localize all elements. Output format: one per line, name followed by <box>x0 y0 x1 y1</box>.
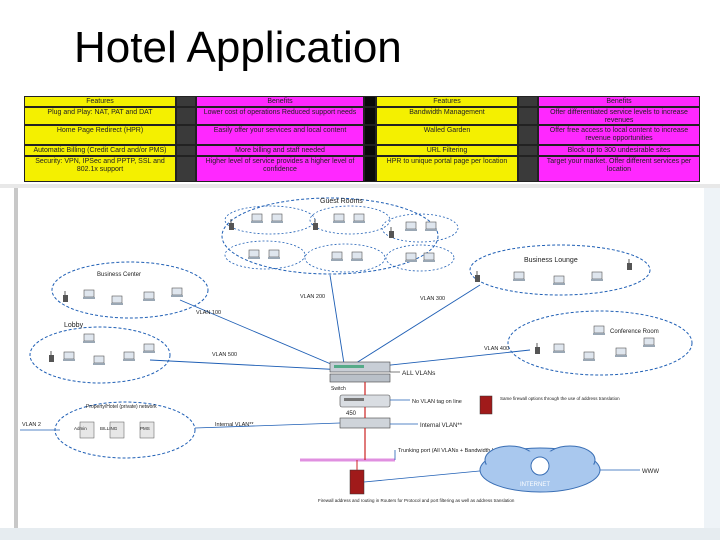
table-cell: Benefits <box>538 96 700 107</box>
zone-guest-rooms: Guest Rooms <box>221 197 459 275</box>
divider-stripe <box>0 184 720 188</box>
arrow-cell <box>518 156 538 182</box>
table-cell: Bandwidth Management <box>376 107 518 125</box>
arrow-cell <box>176 156 196 182</box>
table-cell: Features <box>376 96 518 107</box>
table-cell: Home Page Redirect (HPR) <box>24 125 176 145</box>
same-firewall-label: Same firewall options through the use of… <box>500 396 620 401</box>
billing-server-label: BILLING <box>100 426 118 431</box>
zone-lobby: Lobby <box>29 322 171 384</box>
gateway-label: 450 <box>346 411 357 417</box>
divider-cell <box>364 145 376 156</box>
arrow-cell <box>518 145 538 156</box>
table-cell: Features <box>24 96 176 107</box>
zone-business-center-label: Business Center <box>97 272 141 278</box>
table-cell: Plug and Play: NAT, PAT and DAT <box>24 107 176 125</box>
arrow-cell <box>176 125 196 145</box>
gateway-device: 450 No VLAN tag on line Internal VLAN** <box>339 382 463 429</box>
arrow-cell <box>176 96 196 107</box>
table-cell: Walled Garden <box>376 125 518 145</box>
zone-conference-room: Conference Room <box>507 310 693 376</box>
table-cell: Target your market. Offer different serv… <box>538 156 700 182</box>
internet-label: INTERNET <box>520 482 550 488</box>
arrow-cell <box>518 107 538 125</box>
slide-title: Hotel Application <box>74 23 402 72</box>
table-cell: Offer free access to local content to in… <box>538 125 700 145</box>
zone-lobby-label: Lobby <box>64 322 84 329</box>
zone-business-lounge: Business Lounge <box>469 244 651 296</box>
table-cell: Automatic Billing (Credit Card and/or PM… <box>24 145 176 156</box>
table-cell: Security: VPN, IPSec and PPTP, SSL and 8… <box>24 156 176 182</box>
table-cell: Benefits <box>196 96 364 107</box>
divider-cell <box>364 125 376 145</box>
firewall-device: Same firewall options through the use of… <box>479 395 620 415</box>
table-cell: Lower cost of operations Reduced support… <box>196 107 364 125</box>
zone-conference-label: Conference Room <box>610 329 659 335</box>
table-cell: URL Filtering <box>376 145 518 156</box>
vlan-500-label: VLAN 500 <box>212 352 237 358</box>
arrow-cell <box>518 125 538 145</box>
divider-cell <box>364 107 376 125</box>
switch-label: Switch <box>331 386 346 392</box>
table-cell: More billing and staff needed <box>196 145 364 156</box>
core-switch: Switch ALL VLANs <box>329 361 436 392</box>
right-margin <box>704 188 720 540</box>
table-cell: Easily offer your services and local con… <box>196 125 364 145</box>
trunking-port-label: Trunking port (All VLANs + Bandwidth Int… <box>398 448 548 454</box>
firewall-note-label: Firewall address and routing in Routers … <box>318 498 515 503</box>
property-network-label: Property/Hotel (private) network <box>86 404 157 410</box>
vlan-200-label: VLAN 200 <box>300 294 325 300</box>
vlan-300-label: VLAN 300 <box>420 296 445 302</box>
network-diagram: Guest Rooms Business Center Lobby Busine… <box>20 197 693 503</box>
trunk-line: Trunking port (All VLANs + Bandwidth Int… <box>300 428 548 462</box>
router-device: Firewall address and routing in Routers … <box>318 460 515 503</box>
internet-cloud: INTERNET WWW <box>479 445 659 493</box>
divider-cell <box>364 96 376 107</box>
zone-guest-rooms-label: Guest Rooms <box>320 198 363 205</box>
left-margin <box>0 188 14 540</box>
table-cell: HPR to unique portal page per location <box>376 156 518 182</box>
divider-cell <box>364 156 376 182</box>
bottom-bar <box>0 528 720 540</box>
vlan-100-label: VLAN 100 <box>196 310 221 316</box>
vlan-400-label: VLAN 400 <box>484 346 509 352</box>
arrow-cell <box>176 145 196 156</box>
no-vlan-label: No VLAN tag on line <box>412 399 462 405</box>
table-header-row: Features Benefits Features Benefits <box>24 96 700 107</box>
table-cell: Block up to 300 undesirable sites <box>538 145 700 156</box>
table-cell: Offer differentiated service levels to i… <box>538 107 700 125</box>
internal-vlan-left-label: Internal VLAN** <box>215 422 254 428</box>
table-row: Home Page Redirect (HPR) Easily offer yo… <box>24 125 700 145</box>
vlan-links <box>149 274 531 371</box>
features-benefits-table: Features Benefits Features Benefits Plug… <box>24 96 700 182</box>
pms-server-label: PMS <box>140 426 150 431</box>
table-row: Plug and Play: NAT, PAT and DAT Lower co… <box>24 107 700 125</box>
admin-server-label: Admin <box>74 426 87 431</box>
arrow-cell <box>518 96 538 107</box>
left-edge-bar <box>14 188 18 528</box>
vlan-2-label: VLAN 2 <box>22 422 41 428</box>
table-row: Automatic Billing (Credit Card and/or PM… <box>24 145 700 156</box>
table-row: Security: VPN, IPSec and PPTP, SSL and 8… <box>24 156 700 182</box>
zone-property-network: Property/Hotel (private) network Admin B… <box>20 401 341 459</box>
arrow-cell <box>176 107 196 125</box>
zone-business-center: Business Center <box>51 261 209 319</box>
table-cell: Higher level of service provides a highe… <box>196 156 364 182</box>
www-label: WWW <box>642 469 659 475</box>
zone-business-lounge-label: Business Lounge <box>524 257 578 264</box>
internal-vlan-right-label: Internal VLAN** <box>420 423 463 429</box>
all-vlans-label: ALL VLANs <box>402 370 436 377</box>
